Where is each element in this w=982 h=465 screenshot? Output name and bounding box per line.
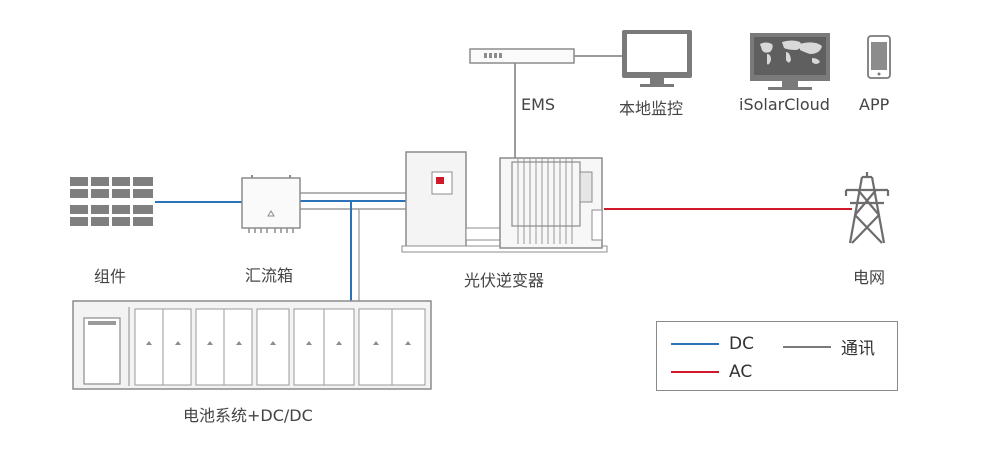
local-monitor-label: 本地监控 (619, 99, 684, 118)
solar-panel-icon (70, 176, 155, 229)
comm-line-swatch (783, 345, 831, 348)
pv-modules-label: 组件 (94, 267, 127, 286)
ems-label: EMS (521, 95, 556, 114)
combiner-box-icon (241, 175, 301, 233)
battery-container-icon (72, 300, 432, 390)
world-map-monitor-icon (750, 33, 830, 90)
grid-label: 电网 (853, 268, 886, 287)
ems-router-icon (469, 48, 575, 64)
legend-dc-label: DC (729, 334, 754, 354)
combiner-box-label: 汇流箱 (245, 266, 294, 285)
monitor-icon (622, 30, 692, 87)
battery-label: 电池系统+DC/DC (183, 406, 313, 425)
inverter-label: 光伏逆变器 (464, 271, 545, 290)
app-label: APP (859, 95, 890, 114)
legend-comm-label: 通讯 (841, 339, 875, 359)
transmission-tower-icon (844, 172, 890, 244)
legend-item-ac: AC (671, 362, 752, 382)
smartphone-icon (867, 35, 891, 79)
legend: DC 通讯 AC (656, 321, 898, 391)
legend-ac-label: AC (729, 362, 753, 382)
ac-line-swatch (671, 371, 719, 373)
legend-item-comm: 通讯 (783, 334, 875, 359)
dc-line-swatch (671, 343, 719, 345)
cloud-label: iSolarCloud (739, 95, 830, 114)
legend-item-dc: DC (671, 334, 754, 354)
inverter-icon (401, 151, 608, 253)
